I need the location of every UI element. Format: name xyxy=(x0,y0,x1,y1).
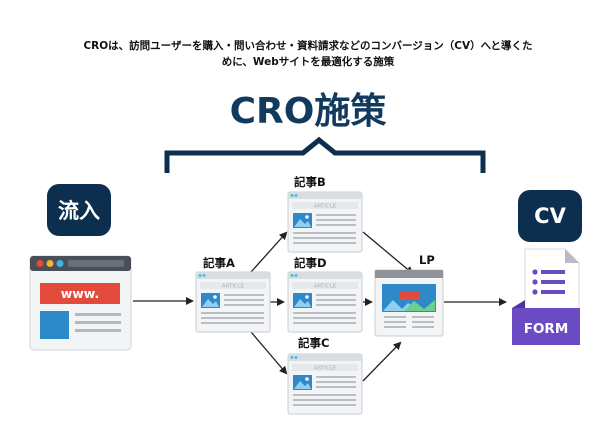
article-d-label: 記事D xyxy=(294,256,327,270)
article-d-header: ARTICLE xyxy=(314,284,337,290)
lp-label: LP xyxy=(419,253,435,267)
article-b-label: 記事B xyxy=(294,175,326,189)
article-c-header: ARTICLE xyxy=(314,366,337,372)
form-icon: FORM xyxy=(512,248,580,345)
article-d-card: ARTICLE xyxy=(287,271,363,333)
article-a-header: ARTICLE xyxy=(222,284,245,290)
article-b-header: ARTICLE xyxy=(314,204,337,210)
browser-url: www. xyxy=(61,286,100,301)
article-a-card: ARTICLE xyxy=(195,271,271,333)
article-a-label: 記事A xyxy=(203,256,235,270)
article-b-card: ARTICLE xyxy=(287,191,363,253)
intro-line-1: CROは、訪問ユーザーを購入・問い合わせ・資料請求などのコンバージョン（CV）へ… xyxy=(83,40,533,52)
browser-icon: www. xyxy=(29,255,132,351)
article-c-label: 記事C xyxy=(298,336,330,350)
article-c-card: ARTICLE xyxy=(287,353,363,415)
inflow-badge: 流入 xyxy=(47,184,111,236)
intro-line-2: めに、Webサイトを最適化する施策 xyxy=(221,56,395,68)
arrow-b-to-lp xyxy=(362,231,414,275)
lp-card xyxy=(374,269,444,337)
arrow-a-to-b xyxy=(250,231,288,273)
arrow-c-to-lp xyxy=(362,341,402,382)
cro-title: CRO施策 xyxy=(229,91,387,132)
arrow-a-to-c xyxy=(250,331,288,375)
intro-text: CROは、訪問ユーザーを購入・問い合わせ・資料請求などのコンバージョン（CV）へ… xyxy=(0,38,616,70)
bracket xyxy=(164,136,486,173)
form-label: FORM xyxy=(524,321,569,337)
cv-badge: CV xyxy=(518,190,582,242)
